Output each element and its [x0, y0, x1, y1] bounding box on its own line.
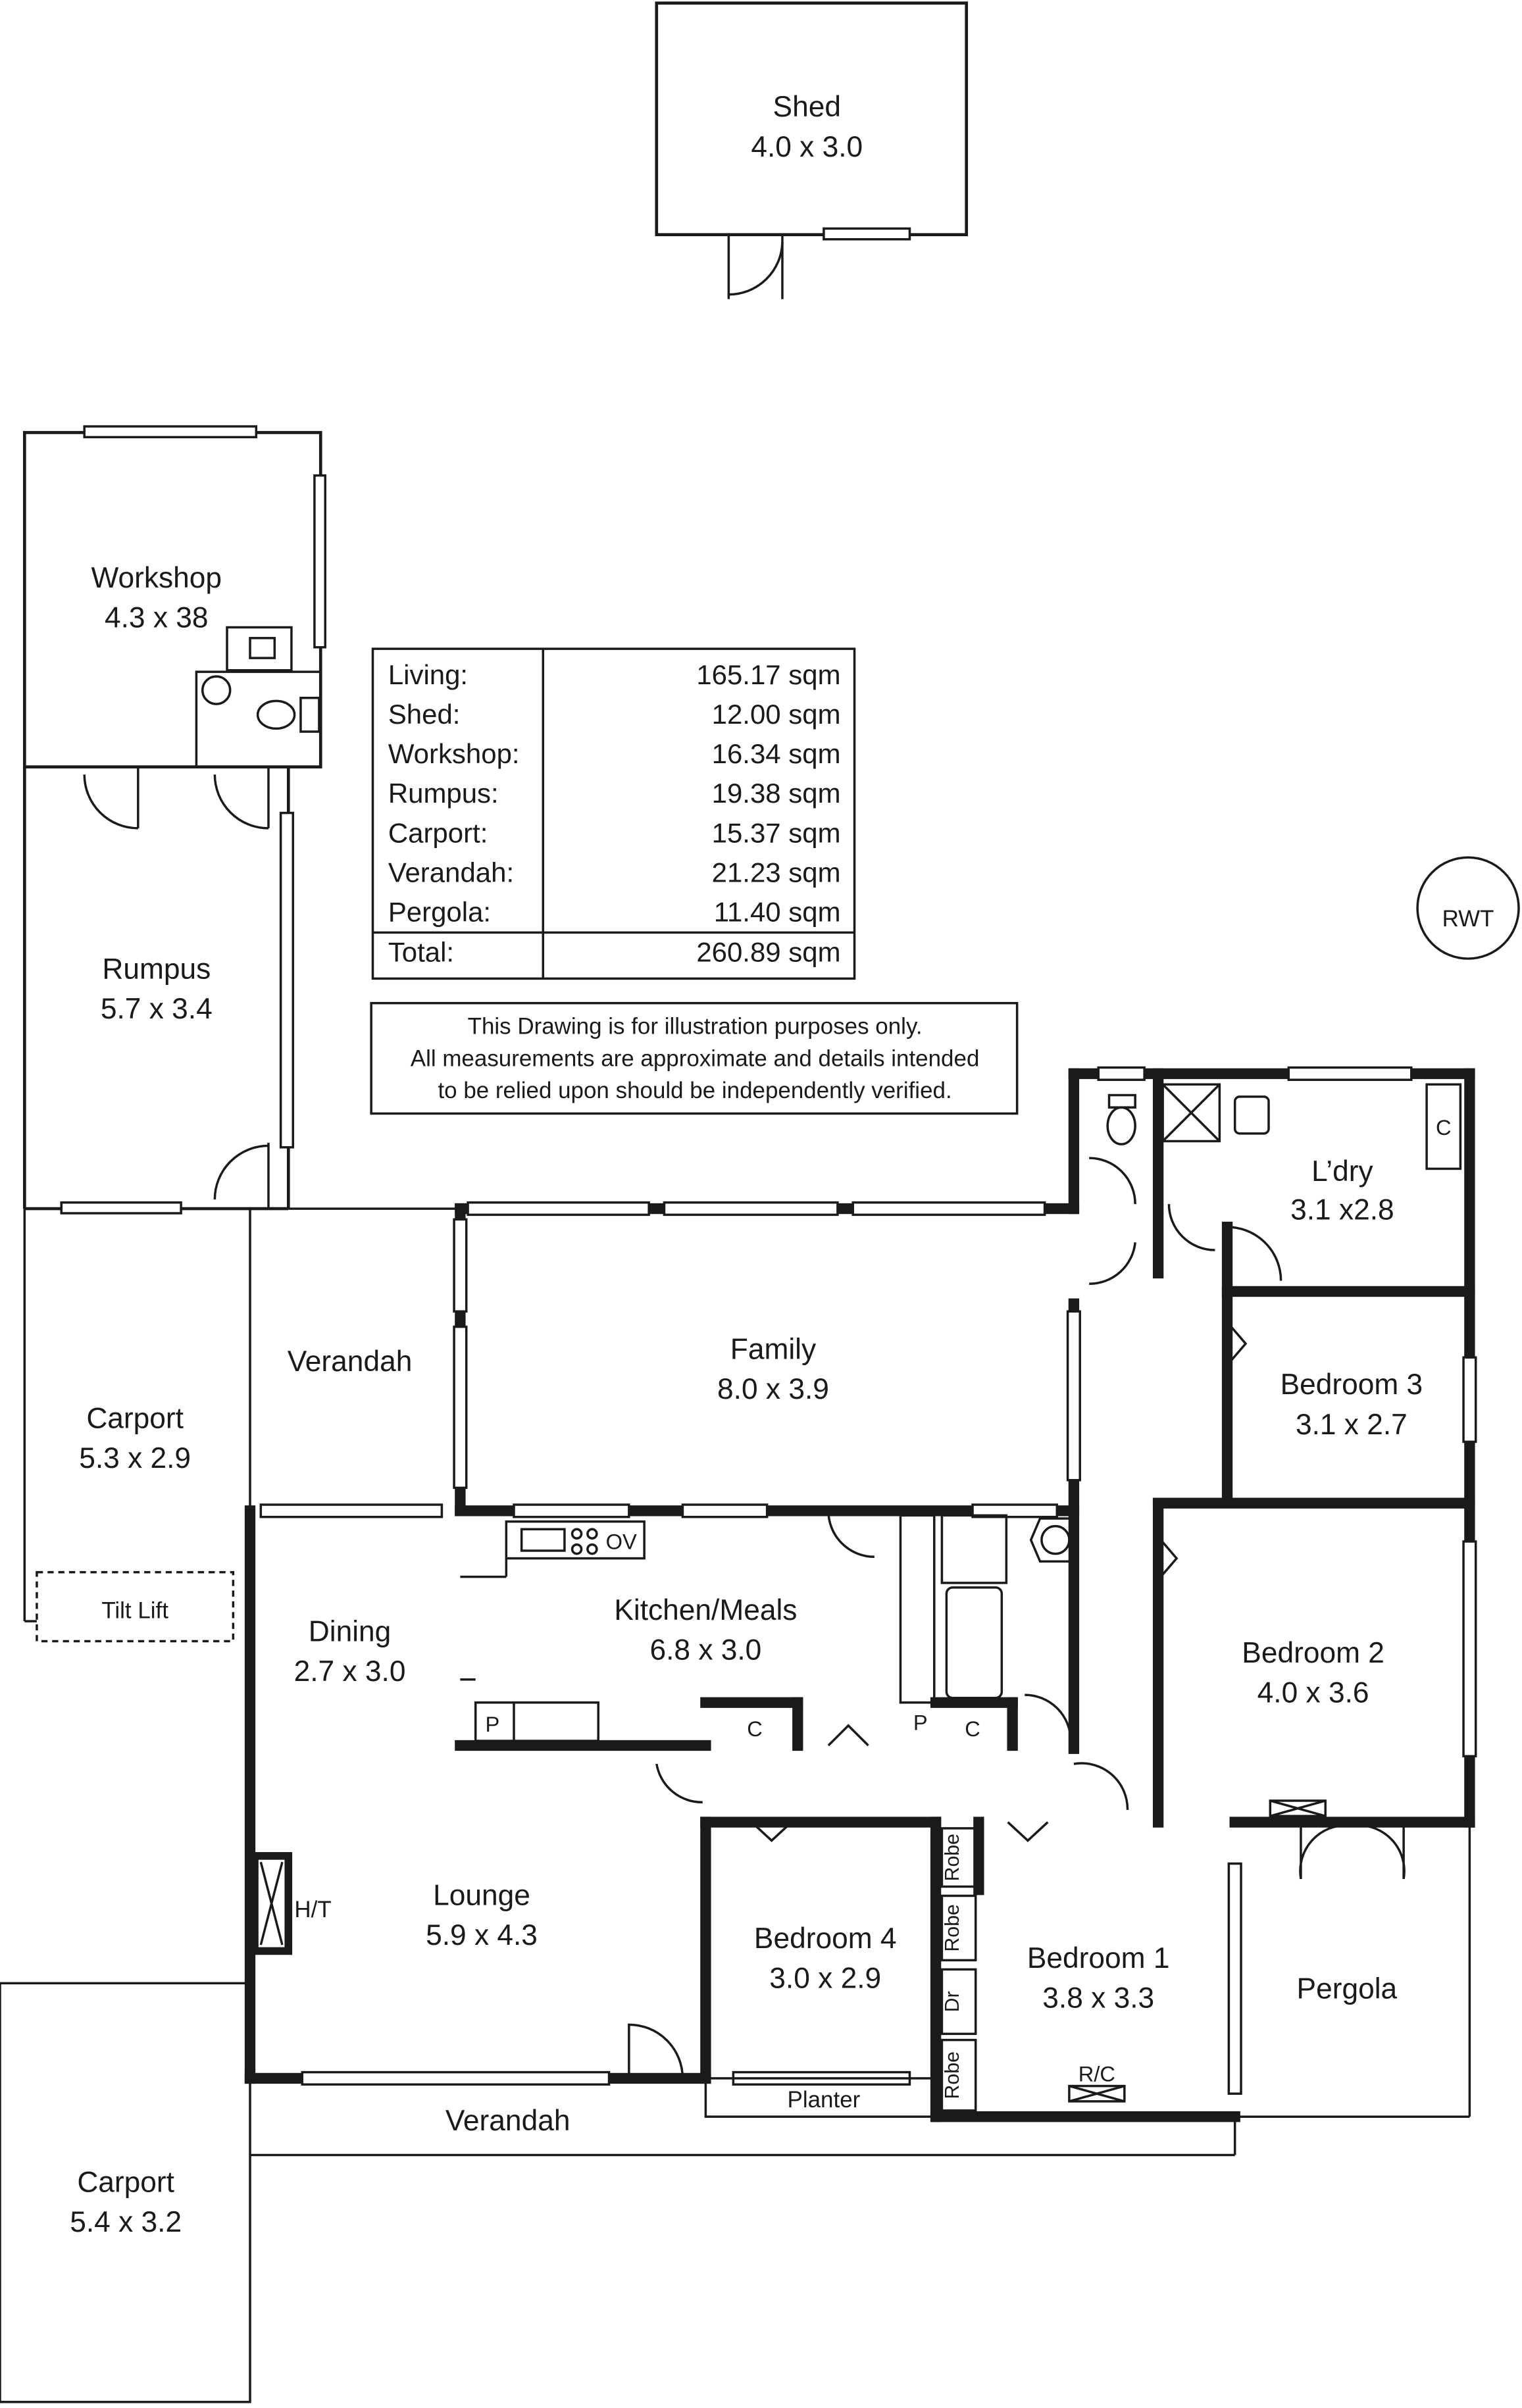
area-table-frame	[371, 647, 856, 980]
area-table-row-value: 165.17 sqm	[696, 659, 840, 690]
carport-top-dim: 5.3 x 2.9	[79, 1442, 191, 1474]
rumpus-dim: 5.7 x 3.4	[101, 993, 213, 1025]
doors	[628, 1157, 1406, 2078]
lounge-name: Lounge	[433, 1879, 530, 1911]
bedroom2-name: Bedroom 2	[1242, 1637, 1384, 1669]
verandah-front-name: Verandah	[445, 2105, 571, 2137]
kitchen-dim: 6.8 x 3.0	[649, 1634, 761, 1666]
carport-bottom-dim: 5.4 x 3.2	[70, 2206, 182, 2238]
pantry-label-1: P	[485, 1712, 499, 1736]
kitchen-fittings	[460, 1514, 1078, 1742]
oven-label: OV	[606, 1530, 637, 1554]
shed-outline	[655, 1, 969, 299]
bedroom3-dim: 3.1 x 2.7	[1296, 1409, 1408, 1441]
outdoor-outlines	[0, 856, 1520, 2403]
lounge-dim: 5.9 x 4.3	[426, 1919, 538, 1951]
drawers-label: Dr	[942, 1991, 963, 2012]
robe-fittings	[251, 1799, 1327, 2112]
robe-label-2: Robe	[942, 1904, 963, 1951]
area-table-row-value: 21.23 sqm	[712, 857, 841, 888]
family-name: Family	[730, 1334, 817, 1366]
bedroom2-dim: 4.0 x 3.6	[1257, 1677, 1369, 1709]
area-table-total-value: 260.89 sqm	[696, 937, 840, 968]
area-table-row-value: 15.37 sqm	[712, 817, 841, 848]
shed-name: Shed	[773, 91, 841, 123]
disclaimer-line-1: This Drawing is for illustration purpose…	[468, 1013, 923, 1039]
disclaimer-line-2: All measurements are approximate and det…	[411, 1045, 980, 1071]
kitchen-name: Kitchen/Meals	[614, 1594, 797, 1626]
cupboard-label-1: C	[747, 1717, 763, 1741]
bedroom1-dim: 3.8 x 3.3	[1042, 1982, 1154, 2015]
rumpus-outline	[22, 766, 295, 1215]
carport-top-outline	[23, 1209, 251, 1643]
rc-label: R/C	[1078, 2062, 1115, 2086]
family-dim: 8.0 x 3.9	[717, 1373, 829, 1405]
workshop-outline	[22, 425, 326, 830]
laundry-dim: 3.1 x2.8	[1290, 1193, 1394, 1226]
laundry-name: L’dry	[1311, 1155, 1373, 1188]
pergola-name: Pergola	[1297, 1973, 1398, 2005]
bedroom1-name: Bedroom 1	[1027, 1942, 1170, 1974]
area-table-total-label: Total:	[388, 937, 454, 968]
bedroom3-name: Bedroom 3	[1281, 1368, 1423, 1401]
disclaimer-line-3: to be relied upon should be independentl…	[438, 1078, 951, 1103]
shed-dim: 4.0 x 3.0	[751, 131, 863, 163]
area-table-row-label: Pergola:	[388, 897, 491, 928]
area-table-row-label: Verandah:	[388, 857, 514, 888]
area-table-row-value: 16.34 sqm	[712, 738, 841, 769]
bedroom4-dim: 3.0 x 2.9	[769, 1962, 881, 1994]
cupboard-label-2: C	[965, 1717, 980, 1741]
house-walls	[244, 1068, 1475, 2122]
area-table-row-label: Living:	[388, 659, 468, 690]
workshop-name: Workshop	[91, 562, 222, 594]
wet-area-fittings	[1106, 1083, 1462, 1170]
verandah-side-name: Verandah	[288, 1345, 413, 1378]
heater-label: H/T	[294, 1897, 331, 1922]
robe-label-1: Robe	[942, 1834, 963, 1881]
area-table-row-label: Shed:	[388, 699, 461, 730]
rwt-label: RWT	[1442, 906, 1494, 932]
planter-label: Planter	[788, 2087, 861, 2113]
area-table-row-value: 12.00 sqm	[712, 699, 841, 730]
dining-name: Dining	[309, 1615, 392, 1647]
tilt-lift-label: Tilt Lift	[101, 1598, 168, 1624]
pantry-label-2: P	[913, 1711, 928, 1735]
carport-bottom-name: Carport	[77, 2166, 174, 2198]
bedroom4-name: Bedroom 4	[754, 1922, 897, 1955]
area-table-row-label: Workshop:	[388, 738, 520, 769]
disclaimer-box	[370, 1001, 1019, 1115]
workshop-dim: 4.3 x 38	[105, 602, 209, 634]
area-table-row-value: 11.40 sqm	[714, 897, 841, 928]
robe-label-3: Robe	[942, 2051, 963, 2099]
carport-top-name: Carport	[86, 1402, 184, 1434]
area-table-row-label: Carport:	[388, 817, 488, 848]
area-table-row-label: Rumpus:	[388, 778, 499, 809]
dining-dim: 2.7 x 3.0	[294, 1655, 406, 1688]
rumpus-name: Rumpus	[102, 953, 211, 985]
laundry-cupboard-label: C	[1436, 1115, 1452, 1140]
area-table-row-value: 19.38 sqm	[712, 778, 841, 809]
windows	[259, 1066, 1477, 2095]
